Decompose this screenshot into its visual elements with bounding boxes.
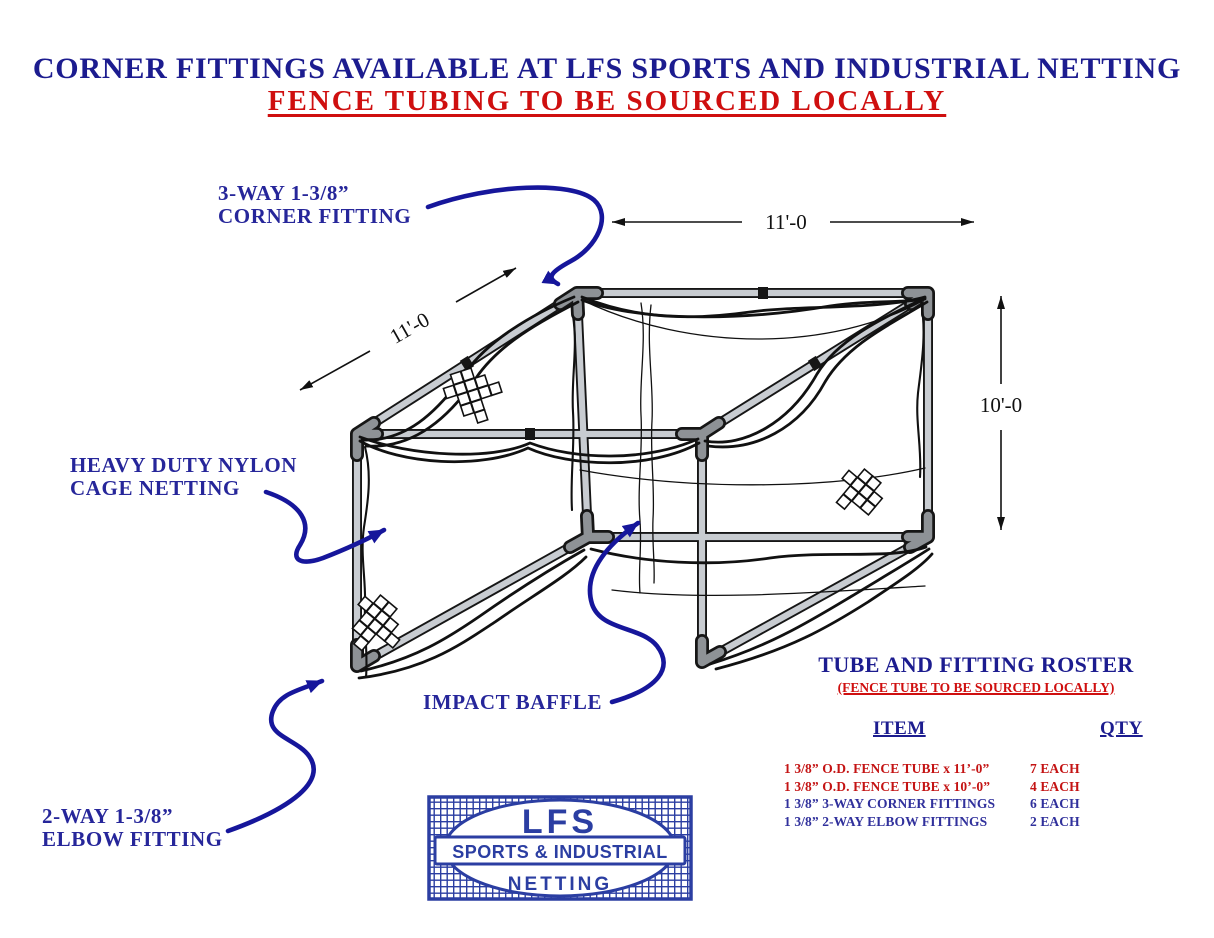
roster-header-item: ITEM — [873, 718, 926, 739]
baffle-edge-2 — [648, 304, 655, 584]
net-patch-left-panel — [351, 593, 401, 652]
roster-subtitle: (FENCE TUBE TO BE SOURCED LOCALLY) — [837, 680, 1115, 695]
page-title: CORNER FITTINGS AVAILABLE AT LFS SPORTS … — [32, 52, 1182, 85]
baffle-edge-1 — [638, 302, 644, 594]
roster-row: 1 3/8” O.D. FENCE TUBE x 11’-0” 7 EACH — [778, 760, 1174, 778]
net-edge-back-left-post — [570, 314, 576, 512]
roster-item: 1 3/8” O.D. FENCE TUBE x 10’-0” — [784, 778, 991, 794]
net-patch-right-face — [835, 467, 884, 516]
roster-row: 1 3/8” 2-WAY ELBOW FITTINGS 2 EACH — [778, 813, 1174, 831]
dim-left-line-upper — [455, 267, 517, 303]
roster-rows: 1 3/8” O.D. FENCE TUBE x 11’-0” 7 EACH 1… — [778, 760, 1174, 830]
dim-left-label: 11'-0 — [386, 307, 434, 348]
dimension-lines — [299, 218, 1005, 530]
dim-right-label: 10'-0 — [980, 393, 1022, 417]
tube-fitting-roster: TUBE AND FITTING ROSTER (FENCE TUBE TO B… — [778, 652, 1174, 830]
dim-left-line-lower — [299, 350, 371, 391]
callout-cage-netting-line1: HEAVY DUTY NYLON — [70, 453, 298, 477]
callout-corner-fitting-line2: CORNER FITTING — [218, 204, 412, 228]
dimension-labels: 11'-0 11'-0 10'-0 — [386, 210, 1023, 417]
lfs-logo: LFS SPORTS & INDUSTRIAL NETTING — [427, 795, 693, 901]
net-texture-patches — [351, 366, 884, 652]
callout-cage-netting: HEAVY DUTY NYLON CAGE NETTING — [70, 454, 297, 500]
arrow-corner-fitting — [425, 185, 605, 287]
roster-header-qty: QTY — [1100, 718, 1143, 739]
roster-row: 1 3/8” O.D. FENCE TUBE x 10’-0” 4 EACH — [778, 778, 1174, 796]
roster-column-headers: ITEM QTY — [778, 718, 1174, 744]
logo-middle-text: SPORTS & INDUSTRIAL — [452, 842, 668, 862]
tube-couplings — [459, 287, 823, 440]
netting-lines — [357, 295, 934, 680]
arrow-impact-baffle — [587, 520, 666, 705]
callout-corner-fitting: 3-WAY 1-3/8” CORNER FITTING — [218, 182, 411, 228]
callout-elbow-fitting: 2-WAY 1-3/8” ELBOW FITTING — [42, 805, 223, 851]
net-ground-line — [611, 585, 926, 597]
coupling-top-left-rail — [459, 355, 475, 372]
roster-qty: 4 EACH — [1030, 778, 1080, 794]
roster-row: 1 3/8” 3-WAY CORNER FITTINGS 6 EACH — [778, 795, 1174, 813]
net-interior-sag — [581, 299, 925, 340]
callout-elbow-fitting-line2: ELBOW FITTING — [42, 827, 223, 851]
roster-title: TUBE AND FITTING ROSTER — [818, 652, 1134, 677]
coupling-top-right-rail — [807, 355, 823, 372]
net-patch-top-face — [442, 366, 503, 425]
callout-cage-netting-line2: CAGE NETTING — [70, 476, 240, 500]
callout-impact-baffle: IMPACT BAFFLE — [423, 690, 603, 714]
callout-corner-fitting-line1: 3-WAY 1-3/8” — [218, 181, 350, 205]
roster-qty: 6 EACH — [1030, 796, 1080, 811]
page-subtitle: FENCE TUBING TO BE SOURCED LOCALLY — [267, 85, 947, 117]
net-drape-bottom-back — [589, 545, 928, 565]
lfs-logo-graphic: LFS SPORTS & INDUSTRIAL NETTING — [427, 795, 693, 901]
callout-arrows — [225, 185, 666, 834]
roster-item: 1 3/8” 2-WAY ELBOW FITTINGS — [784, 813, 988, 829]
net-mid-sag-right-face — [579, 467, 926, 486]
roster-qty: 2 EACH — [1030, 813, 1080, 829]
net-drape-top-front — [358, 439, 701, 465]
arrow-elbow-fitting — [225, 678, 325, 834]
roster-item: 1 3/8” 3-WAY CORNER FITTINGS — [784, 796, 996, 811]
logo-name-text: LFS — [522, 803, 598, 841]
logo-bottom-text: NETTING — [508, 874, 612, 895]
dim-top-label: 11'-0 — [765, 210, 807, 234]
cage-frame-tubes — [352, 287, 933, 671]
arrow-cage-netting — [263, 489, 387, 564]
net-drape-bottom-right — [708, 547, 931, 666]
callout-elbow-fitting-line1: 2-WAY 1-3/8” — [42, 804, 174, 828]
net-edge-right-post — [916, 299, 925, 479]
net-drape-bottom-left — [359, 548, 586, 673]
roster-qty: 7 EACH — [1030, 761, 1080, 776]
logo-banner — [433, 835, 687, 866]
roster-item: 1 3/8” O.D. FENCE TUBE x 11’-0” — [784, 761, 990, 776]
